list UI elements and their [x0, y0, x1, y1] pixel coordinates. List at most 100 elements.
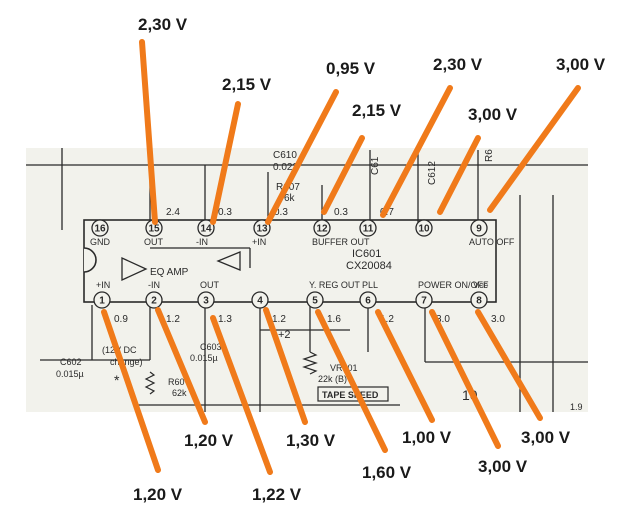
pin-number: 1	[99, 296, 105, 307]
pin-label: Y. REG OUT	[309, 280, 360, 290]
bottom-voltage-annotation: 1,20 V	[133, 485, 183, 504]
pin-label: -IN	[196, 237, 208, 247]
pin-number: 13	[256, 224, 268, 235]
eq-amp-label: EQ AMP	[150, 267, 189, 278]
top-voltage-annotation: 2,30 V	[433, 55, 483, 74]
ic601-body	[83, 219, 497, 303]
bottom-voltage-annotation: 1,00 V	[402, 428, 452, 447]
corner-label: 1.9	[570, 402, 583, 412]
r60-label: R60	[168, 377, 185, 387]
pin-label: POWER ON/OFF	[418, 280, 489, 290]
pin-number: 5	[312, 296, 318, 307]
pin-voltage: 2.4	[166, 207, 180, 218]
pin-number: 15	[148, 224, 160, 235]
pin-circle	[306, 291, 324, 309]
bottom-voltage-annotation: 1,30 V	[286, 431, 336, 450]
pin-voltage: 3.0	[491, 314, 505, 325]
top-voltage-annotation: 2,15 V	[352, 101, 402, 120]
pin-voltage: 0.9	[114, 314, 128, 325]
ic-ref: IC601	[352, 248, 381, 260]
top-leader-line	[321, 135, 365, 215]
pin-number: 6	[365, 296, 371, 307]
pin-number: 9	[476, 224, 482, 235]
pin-label: OUT	[200, 280, 220, 290]
pin-2: 2 -IN 1.2	[145, 280, 180, 325]
pin-label: BUFFER OUT	[312, 237, 370, 247]
pin-voltage: 3.0	[436, 314, 450, 325]
pin-number: 7	[421, 296, 427, 307]
pin-number: 14	[200, 224, 212, 235]
c61-label: C61	[370, 156, 381, 175]
pin-number: 3	[203, 296, 209, 307]
top-leader-line	[265, 89, 339, 225]
top-voltage-annotation: 2,15 V	[222, 75, 272, 94]
pin-circle	[359, 219, 377, 237]
bottom-leader-line	[429, 309, 501, 449]
bottom-voltage-annotation: 3,00 V	[521, 428, 571, 447]
resistor-symbols	[144, 351, 318, 395]
pin-number: 11	[363, 224, 374, 235]
c603-value: 0.015µ	[190, 353, 218, 363]
pin-number: 10	[418, 224, 430, 235]
top-leader-line	[437, 135, 481, 215]
pin-number: 2	[151, 296, 157, 307]
pin-label: -IN	[148, 280, 160, 290]
bottom-leader-line	[155, 307, 208, 425]
pin-4: 41.2	[251, 291, 286, 325]
annotation-layer: 2,30 V2,15 V0,95 V2,15 V2,30 V3,00 V3,00…	[133, 15, 606, 504]
pin-circle	[251, 291, 269, 309]
c602-value: 0.015µ	[56, 369, 84, 379]
bottom-leader-line	[475, 309, 543, 421]
vr601-value: 22k (B)	[318, 374, 347, 384]
bottom-voltage-annotation: 1,22 V	[252, 485, 302, 504]
pin-14: 14 -IN 0.3	[196, 207, 232, 247]
pin-label: +IN	[252, 237, 266, 247]
pin-8: 8 Vcc 3.0	[470, 280, 505, 325]
top-leader-line	[210, 101, 241, 225]
pin-5: 5 Y. REG OUT 1.6	[306, 280, 360, 325]
bottom-leader-line	[210, 315, 273, 475]
pin-label: AUTO OFF	[469, 237, 515, 247]
top-leader-line	[139, 39, 158, 225]
bottom-leader-line	[315, 309, 388, 453]
plus2-marker: +2	[278, 329, 291, 341]
c612-label: C612	[427, 161, 438, 185]
pin-voltage: 1.6	[327, 314, 341, 325]
top-voltage-annotation: 2,30 V	[138, 15, 188, 34]
pin-voltage: 0.3	[334, 207, 348, 218]
star-marker: *	[114, 372, 120, 388]
pin-circle	[91, 219, 109, 237]
top-voltage-annotation: 3,00 V	[468, 105, 518, 124]
pin-label: GND	[90, 237, 111, 247]
pin-circle	[93, 291, 111, 309]
pin-3: 3 OUT 1.3	[197, 280, 232, 325]
tape-speed-label: TAPE SPEED	[322, 390, 379, 400]
pin-circle	[415, 219, 433, 237]
pin-voltage: 1.2	[380, 314, 394, 325]
bottom-leader-line	[375, 309, 435, 423]
pin-label: Vcc	[473, 280, 489, 290]
pin-voltage: 1.3	[218, 314, 232, 325]
bottom-leader-line	[263, 307, 308, 425]
ic-part: CX20084	[346, 260, 392, 272]
pin-voltage: 0.3	[274, 207, 288, 218]
c602-label: C602	[60, 357, 82, 367]
pin-layer: 1 +IN 0.9 2 -IN 1.2 3 OUT 1.3 41.2 5 Y. REG OUT 1.6 6…	[90, 207, 515, 325]
r6-label: R6	[484, 149, 495, 162]
pin-circle	[145, 291, 163, 309]
bottom-voltage-annotation: 1,60 V	[362, 463, 412, 482]
pin-circle	[470, 219, 488, 237]
pin-10: 10	[415, 219, 433, 237]
pin-label: OUT	[144, 237, 164, 247]
pin-number: 8	[476, 296, 482, 307]
c610-label: C610	[273, 150, 297, 161]
pin-number: 16	[94, 224, 106, 235]
pin-voltage: 0.3	[218, 207, 232, 218]
pin-voltage: 1.2	[166, 314, 180, 325]
r60-value: 62k	[172, 388, 187, 398]
dc-note-2: change)	[110, 357, 143, 367]
